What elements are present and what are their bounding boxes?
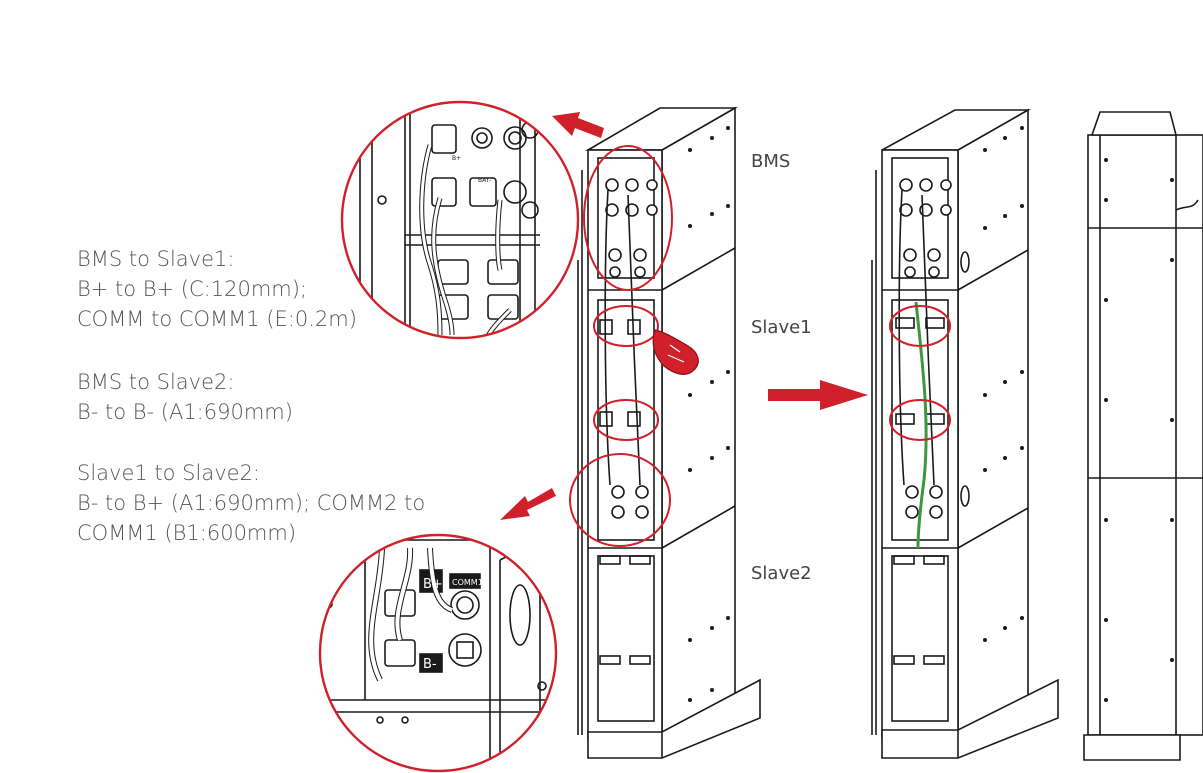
instruction-slave1-to-slave2: Slave1 to Slave2: B- to B+ (A1:690mm); C… xyxy=(77,458,425,548)
instruction-bms-to-slave1: BMS to Slave1: B+ to B+ (C:120mm); COMM … xyxy=(77,244,357,334)
instruction-heading: Slave1 to Slave2: xyxy=(77,461,260,485)
detail-b-plus-label: B+ xyxy=(452,155,461,162)
zoom-detail-slave2: B+ COMM1 B- xyxy=(318,533,558,773)
arrow-to-bottom-detail-icon xyxy=(500,488,556,520)
arrow-to-top-detail-icon xyxy=(552,112,604,138)
callout-arrows xyxy=(500,112,868,520)
battery-tower-before xyxy=(577,106,761,759)
step-arrow-icon xyxy=(768,380,868,410)
instruction-bms-to-slave2: BMS to Slave2: B- to B- (A1:690mm) xyxy=(77,367,293,427)
module-label-bms: BMS xyxy=(751,151,791,172)
battery-tower-after xyxy=(871,108,1059,759)
zoom-detail-bms: B+ BAT- xyxy=(340,100,580,340)
instruction-line: COMM1 (B1:600mm) xyxy=(77,521,297,545)
highlight-ellipses-after xyxy=(889,305,951,441)
module-label-slave1: Slave1 xyxy=(751,317,812,338)
instruction-line: B+ to B+ (C:120mm); xyxy=(77,277,307,301)
instruction-line: COMM to COMM1 (E:0.2m) xyxy=(77,307,357,331)
detail-b-minus-port-label: B- xyxy=(423,657,437,672)
highlight-ellipses-before xyxy=(569,145,673,547)
detail-b-plus-port-label: B+ xyxy=(423,577,443,592)
instruction-heading: BMS to Slave2: xyxy=(77,370,235,394)
detail-bat-minus-label: BAT- xyxy=(478,177,491,184)
battery-tower-side-view xyxy=(1083,111,1203,761)
pointing-hand-icon xyxy=(652,329,699,375)
module-label-slave2: Slave2 xyxy=(751,563,812,584)
instruction-heading: BMS to Slave1: xyxy=(77,247,235,271)
instruction-line: B- to B- (A1:690mm) xyxy=(77,400,293,424)
instruction-line: B- to B+ (A1:690mm); COMM2 to xyxy=(77,491,426,515)
detail-comm-port-label: COMM1 xyxy=(452,578,483,587)
